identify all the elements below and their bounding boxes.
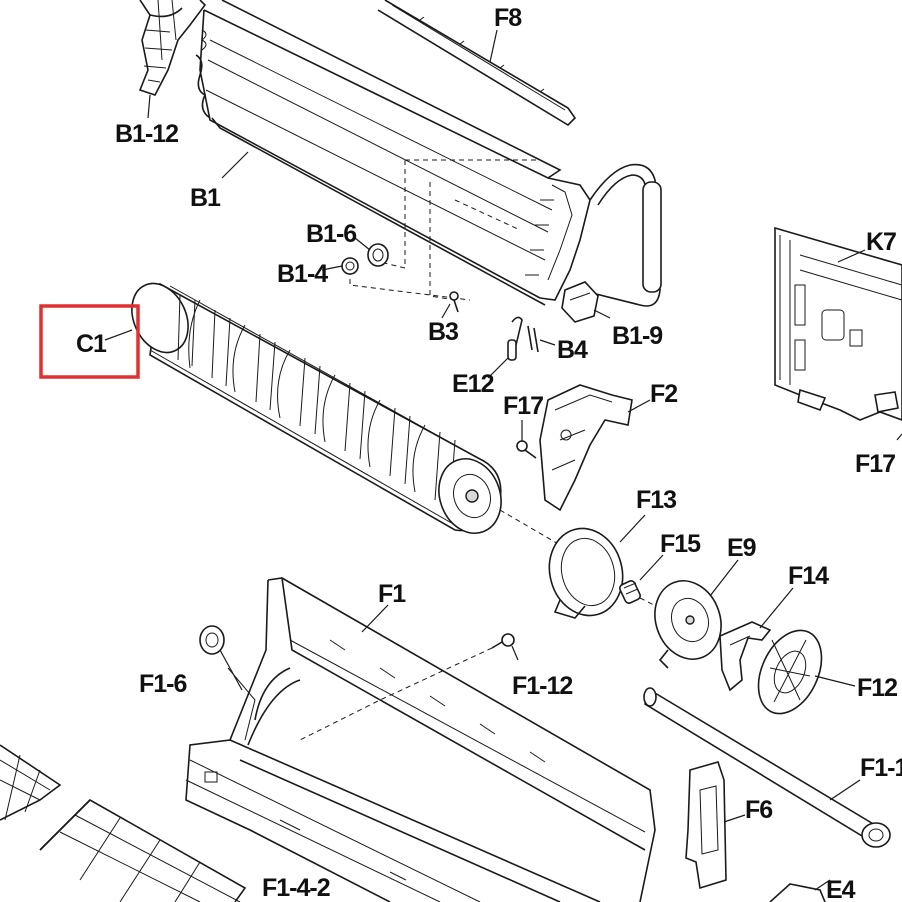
part-e4 bbox=[769, 883, 826, 902]
part-f13-ring bbox=[548, 527, 624, 619]
label-f8: F8 bbox=[494, 4, 522, 32]
label-f1-12: F1-12 bbox=[512, 672, 572, 700]
label-f1-4-2: F1-4-2 bbox=[262, 874, 330, 902]
part-f15 bbox=[619, 580, 641, 604]
assembly-line-f1 bbox=[299, 647, 493, 741]
label-b4: B4 bbox=[557, 336, 588, 364]
label-f15: F15 bbox=[660, 530, 701, 558]
part-b1-4 bbox=[341, 257, 359, 275]
label-b1-4: B1-4 bbox=[277, 260, 328, 288]
label-f1: F1 bbox=[378, 580, 406, 608]
part-f12-cover bbox=[757, 629, 823, 715]
part-f1-6 bbox=[199, 625, 243, 691]
part-b1-heat-exchanger bbox=[195, 0, 662, 307]
part-b3-screw bbox=[449, 291, 459, 313]
part-labels: F8 B1-12 B1 B1-6 B1-4 B3 B1-9 B4 K7 C1 E… bbox=[76, 4, 902, 902]
part-c1-crossflow-fan bbox=[131, 282, 502, 534]
label-f12: F12 bbox=[857, 674, 897, 702]
part-b1-6 bbox=[367, 243, 389, 267]
label-f1-1: F1-1 bbox=[860, 754, 902, 782]
part-b1-12-bracket bbox=[138, 0, 207, 96]
label-b1-9: B1-9 bbox=[612, 322, 662, 350]
label-c1: C1 bbox=[76, 330, 107, 358]
label-e4: E4 bbox=[826, 876, 856, 902]
part-f1-1-shaft bbox=[643, 687, 891, 848]
label-f14: F14 bbox=[788, 562, 829, 590]
part-e9-motor bbox=[654, 580, 722, 669]
label-k7: K7 bbox=[866, 228, 896, 256]
part-air-filter-1 bbox=[0, 744, 62, 821]
label-b1-6: B1-6 bbox=[306, 220, 356, 248]
label-e9: E9 bbox=[727, 534, 756, 562]
part-k7-mounting-plate bbox=[774, 226, 902, 421]
leader-lines bbox=[104, 29, 902, 891]
part-f17-screw-left bbox=[516, 440, 537, 459]
part-e12 bbox=[507, 316, 523, 361]
assembly-line-5 bbox=[454, 199, 521, 231]
assembly-line-3 bbox=[429, 182, 456, 301]
label-f17-right: F17 bbox=[855, 450, 895, 478]
label-f13: F13 bbox=[636, 486, 676, 514]
label-b1-12: B1-12 bbox=[115, 120, 178, 148]
label-f1-6: F1-6 bbox=[139, 670, 187, 698]
assembly-line-fan-shaft bbox=[499, 509, 561, 546]
part-f2 bbox=[539, 384, 633, 512]
assembly-line-4 bbox=[349, 270, 471, 301]
part-air-filter-2 bbox=[39, 799, 247, 902]
label-e12: E12 bbox=[452, 370, 494, 398]
label-f6: F6 bbox=[745, 796, 772, 824]
label-b1: B1 bbox=[190, 184, 221, 212]
part-b4 bbox=[527, 325, 539, 353]
assembly-line-1 bbox=[379, 160, 406, 269]
part-f1-chassis bbox=[185, 577, 656, 902]
label-f2: F2 bbox=[650, 380, 677, 408]
part-b1-9 bbox=[561, 281, 599, 323]
highlight-box-c1 bbox=[39, 304, 140, 379]
part-f1-12-screw bbox=[491, 633, 515, 649]
part-f8-rail bbox=[377, 0, 577, 127]
label-f17-left: F17 bbox=[503, 392, 543, 420]
part-f6-bracket bbox=[685, 761, 727, 890]
label-b3: B3 bbox=[428, 318, 458, 346]
